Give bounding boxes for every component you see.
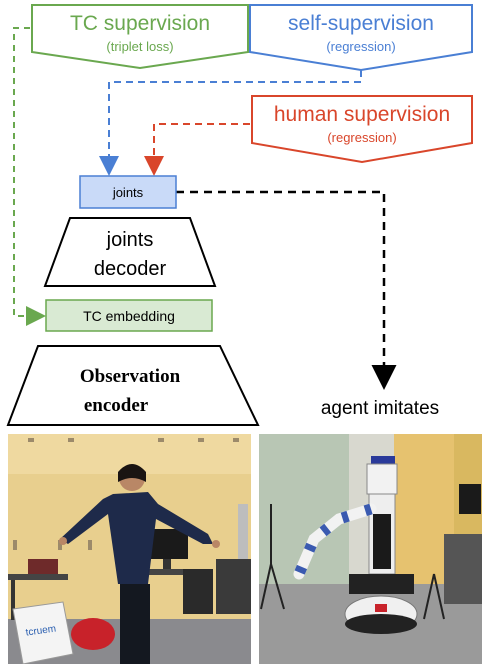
observation-encoder: Observation encoder xyxy=(6,345,260,426)
human-supervision-box: human supervision (regression) xyxy=(251,95,473,164)
poster-text: tcruem xyxy=(25,623,57,638)
self-supervision-arrow xyxy=(99,70,362,176)
tc-supervision-box: TC supervision (triplet loss) xyxy=(31,4,249,70)
joints-decoder: joints decoder xyxy=(43,217,217,287)
self-supervision-subtitle: (regression) xyxy=(326,39,395,54)
imitation-arrow xyxy=(176,190,397,390)
architecture-diagram: TC supervision (triplet loss) self-super… xyxy=(6,4,473,426)
tc-supervision-subtitle: (triplet loss) xyxy=(106,39,173,54)
tc-supervision-arrow xyxy=(13,27,46,326)
tc-embedding-box: TC embedding xyxy=(45,299,213,332)
human-supervision-arrow xyxy=(144,123,250,176)
joints-decoder-line2: decoder xyxy=(94,258,167,280)
observation-encoder-line2: encoder xyxy=(84,395,149,416)
human-supervision-title: human supervision xyxy=(274,103,450,126)
joints-decoder-line1: joints xyxy=(106,229,154,251)
observation-encoder-line1: Observation xyxy=(80,366,181,387)
agent-imitates-label: agent imitates xyxy=(321,398,439,419)
human-demonstration-photo: tcruem xyxy=(8,434,251,664)
self-supervision-title: self-supervision xyxy=(288,12,434,35)
human-supervision-subtitle: (regression) xyxy=(327,130,396,145)
robot-agent-photo xyxy=(259,434,482,664)
self-supervision-box: self-supervision (regression) xyxy=(249,4,473,72)
joints-label: joints xyxy=(112,185,144,200)
tc-embedding-label: TC embedding xyxy=(83,308,175,324)
joints-box: joints xyxy=(79,175,177,209)
tc-supervision-title: TC supervision xyxy=(70,12,210,35)
